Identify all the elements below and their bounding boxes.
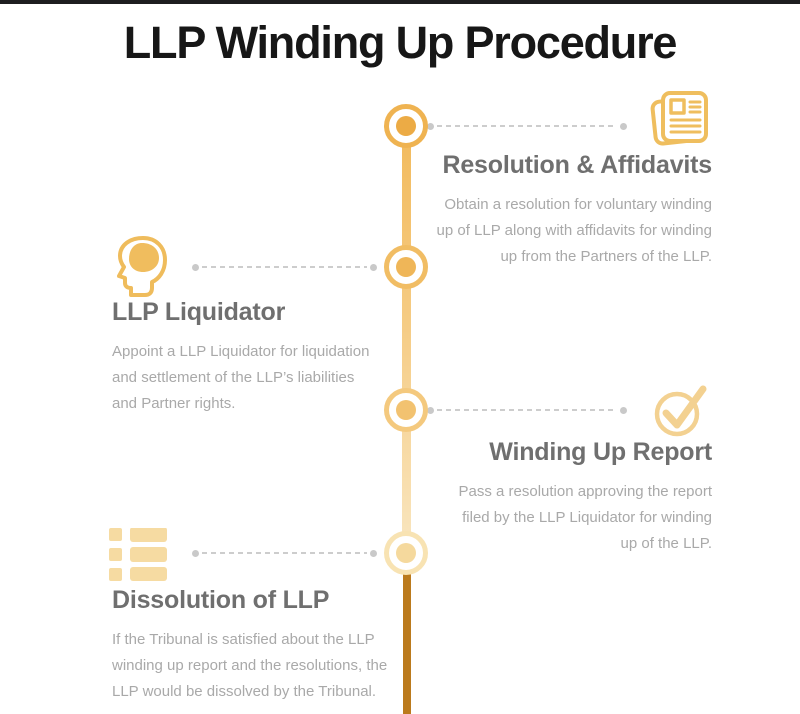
timeline-line-dark	[403, 553, 411, 714]
step-title: Resolution & Affidavits	[442, 151, 713, 179]
newspaper-icon	[650, 90, 710, 153]
timeline-node-dot	[396, 257, 416, 277]
timeline-node-4	[384, 531, 428, 575]
step-description-line: up from the Partners of the LLP.	[500, 248, 712, 265]
step-description-line: If the Tribunal is satisfied about the L…	[112, 631, 375, 648]
dashed-connector-step2	[192, 263, 377, 271]
timeline-node-dot	[396, 116, 416, 136]
top-border	[0, 0, 800, 4]
step-section-winding-up-report: Winding Up Report Pass a resolution appr…	[367, 437, 713, 557]
step-description-line: LLP would be dissolved by the Tribunal.	[112, 683, 377, 700]
step-title: Winding Up Report	[489, 438, 712, 466]
timeline-node-dot	[396, 543, 416, 563]
step-description-line: up of LLP along with affidavits for wind…	[436, 222, 712, 239]
step-description-line: Pass a resolution approving the report	[458, 483, 712, 500]
step-section-llp-liquidator: LLP Liquidator Appoint a LLP Liquidator …	[112, 297, 457, 417]
timeline-node-dot	[396, 400, 416, 420]
step-description-line: filed by the LLP Liquidator for winding	[462, 509, 712, 526]
check-circle-icon	[652, 382, 710, 443]
step-description-line: up of the LLP.	[620, 535, 712, 552]
timeline-line	[402, 126, 411, 553]
head-brain-icon	[109, 235, 171, 304]
step-description-line: and Partner rights.	[112, 395, 236, 412]
timeline-node-3	[384, 388, 428, 432]
timeline-node-2	[384, 245, 428, 289]
dashed-connector-step4	[192, 549, 377, 557]
list-icon	[109, 527, 167, 586]
step-description-line: winding up report and the resolutions, t…	[112, 657, 388, 674]
step-section-resolution-affidavits: Resolution & Affidavits Obtain a resolut…	[367, 150, 713, 270]
step-description-line: Appoint a LLP Liquidator for liquidation	[112, 343, 370, 360]
dashed-connector-step3	[427, 406, 627, 414]
step-description-line: and settlement of the LLP’s liabilities	[112, 369, 355, 386]
step-section-dissolution-of-llp: Dissolution of LLP If the Tribunal is sa…	[112, 585, 457, 705]
step-title: Dissolution of LLP	[112, 586, 330, 614]
step-description-line: Obtain a resolution for voluntary windin…	[444, 196, 712, 213]
page-title: LLP Winding Up Procedure	[123, 17, 678, 68]
timeline-node-1	[384, 104, 428, 148]
dashed-connector-step1	[427, 122, 627, 130]
step-title: LLP Liquidator	[112, 298, 286, 326]
